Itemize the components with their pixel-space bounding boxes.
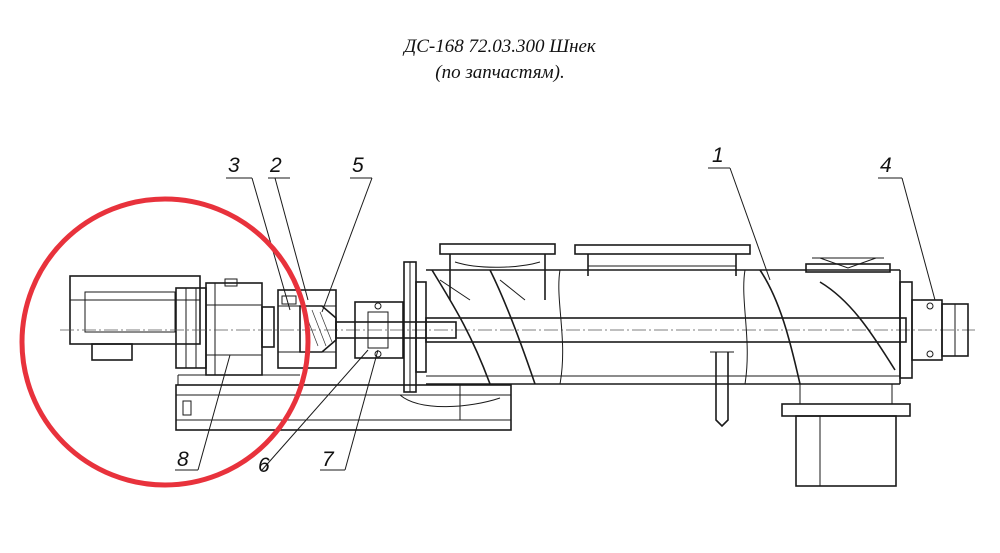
right-top-cover (805, 257, 891, 273)
inlet-hopper (439, 243, 556, 300)
left-support (399, 384, 501, 420)
callout-8: 8 (177, 448, 189, 471)
callout-3: 3 (228, 154, 240, 177)
auger-flights (425, 269, 907, 385)
electric-motor (69, 275, 207, 369)
drawing-title: ДС-168 72.03.300 Шнек (404, 36, 596, 57)
drawing-subtitle: (по запчастям). (435, 62, 565, 83)
drain-pipe (710, 351, 734, 428)
left-flange (403, 261, 427, 393)
callout-4: 4 (880, 154, 892, 177)
callout-2: 2 (269, 154, 282, 177)
callout-1: 1 (712, 144, 724, 167)
callout-6: 6 (258, 454, 270, 477)
gearbox (205, 278, 275, 376)
highlight-circle (19, 196, 311, 488)
drive-shaft (335, 321, 457, 339)
right-bearing (911, 299, 969, 361)
callout-7: 7 (322, 448, 335, 471)
inspection-hatch (574, 244, 751, 276)
leader-lines (175, 167, 936, 471)
outlet-spout (781, 384, 911, 487)
trough-housing (426, 269, 913, 385)
callout-5: 5 (352, 154, 364, 177)
